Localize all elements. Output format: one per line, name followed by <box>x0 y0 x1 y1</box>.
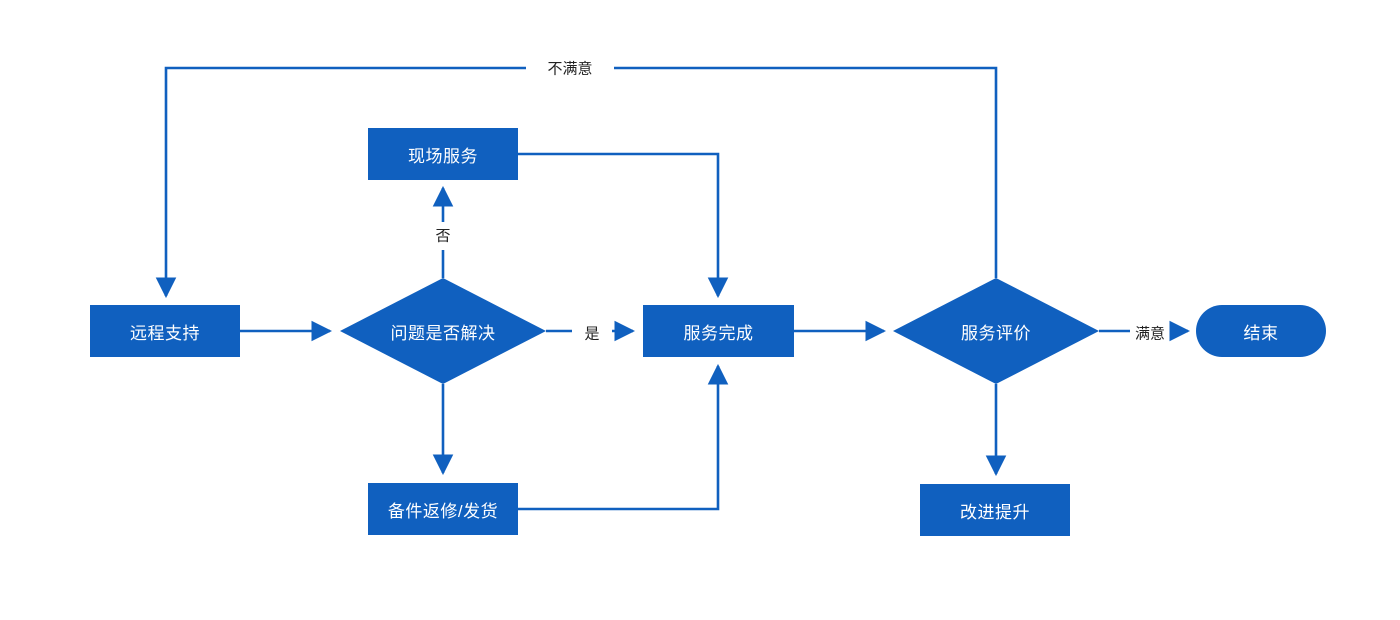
node-service-evaluation-label: 服务评价 <box>961 323 1031 343</box>
node-service-completed[interactable]: 服务完成 <box>643 305 794 357</box>
edge-label-dissatisfied: 不满意 <box>543 57 597 79</box>
node-problem-resolved-label: 问题是否解决 <box>390 323 496 343</box>
diamond-shape-problem-resolved <box>340 278 546 384</box>
node-end[interactable]: 结束 <box>1196 305 1326 357</box>
edge-label-satisfied: 满意 <box>1130 322 1170 344</box>
node-problem-resolved[interactable]: 问题是否解决 <box>340 278 546 384</box>
node-service-evaluation[interactable]: 服务评价 <box>893 278 1099 384</box>
edge-label-no: 否 <box>431 224 455 246</box>
node-improvement[interactable]: 改进提升 <box>920 484 1070 536</box>
node-onsite-service-label: 现场服务 <box>408 146 478 166</box>
node-parts-repair-shipment-label: 备件返修/发货 <box>387 501 499 521</box>
edge-parts-to-completed <box>518 363 729 511</box>
node-remote-support-label: 远程支持 <box>130 323 200 343</box>
edge-evaluation-dissatisfied-left <box>155 66 526 299</box>
node-improvement-label: 改进提升 <box>960 502 1030 522</box>
node-parts-repair-shipment[interactable]: 备件返修/发货 <box>368 483 518 535</box>
edge-evaluation-dissatisfied-right <box>614 66 998 278</box>
diamond-shape-service-evaluation <box>893 278 1099 384</box>
edge-label-yes: 是 <box>580 322 604 344</box>
node-end-label: 结束 <box>1243 323 1279 343</box>
node-remote-support[interactable]: 远程支持 <box>90 305 240 357</box>
node-service-completed-label: 服务完成 <box>683 323 754 343</box>
edge-onsite-to-completed <box>518 152 729 299</box>
node-onsite-service[interactable]: 现场服务 <box>368 128 518 180</box>
